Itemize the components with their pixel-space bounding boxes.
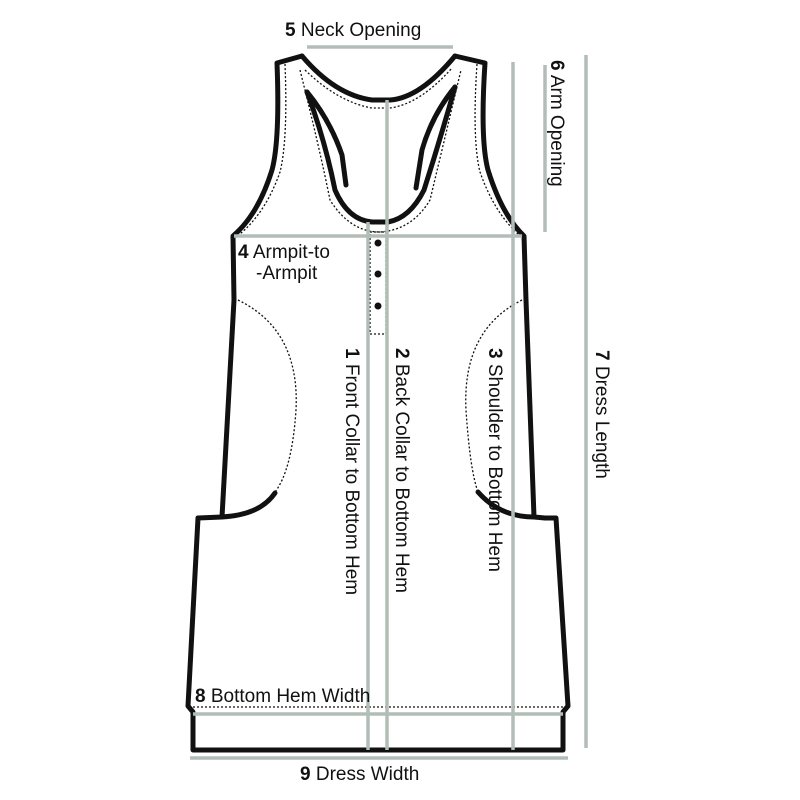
- label-shoulder: 3 Shoulder to Bottom Hem: [484, 348, 505, 572]
- label-armpit-2: -Armpit: [256, 263, 318, 284]
- dress-outline: [185, 53, 571, 753]
- label-dress-width: 9 Dress Width: [300, 764, 419, 785]
- label-dress-length: 7 Dress Length: [591, 350, 612, 479]
- measurement-lines: [190, 45, 588, 760]
- button-icon: [374, 239, 382, 247]
- button-icon: [374, 270, 382, 278]
- label-back-collar: 2 Back Collar to Bottom Hem: [391, 348, 412, 593]
- button-icon: [374, 302, 382, 310]
- label-neck-opening: 5 Neck Opening: [285, 20, 421, 41]
- label-arm-opening: 6 Arm Opening: [546, 60, 567, 187]
- label-bottom-hem-width: 8 Bottom Hem Width: [195, 686, 370, 707]
- labels: 5 Neck Opening 4 Armpit-to -Armpit 1 Fro…: [195, 20, 612, 785]
- label-front-collar: 1 Front Collar to Bottom Hem: [341, 348, 362, 595]
- label-armpit: 4 Armpit-to: [238, 242, 330, 263]
